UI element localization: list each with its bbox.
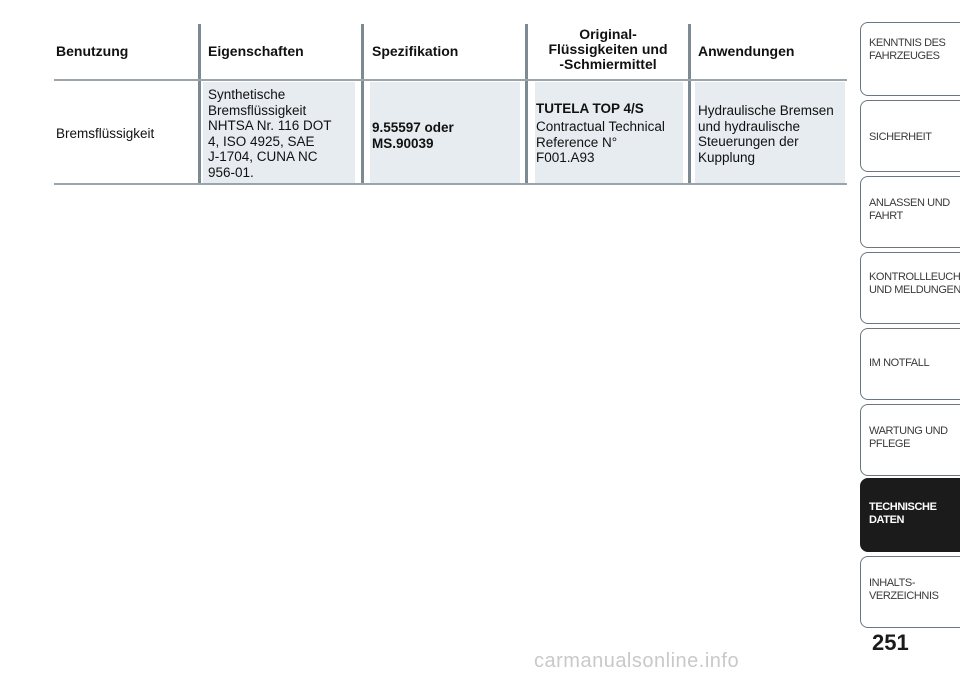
table-bottom-rule: [54, 183, 847, 185]
header-anwendungen: Anwendungen: [698, 43, 795, 59]
tab-label: IM NOTFALL: [869, 357, 930, 369]
page-number: 251: [872, 630, 909, 655]
tab-kontrollleuchten-und-meldungen[interactable]: KONTROLLLEUCHTEN UND MELDUNGEN: [860, 252, 960, 324]
column-separator: [525, 24, 528, 185]
header-original-fluessigkeiten: Original- Flüssigkeiten und -Schmiermitt…: [548, 26, 668, 72]
cell-shade-spezifikation: [370, 82, 520, 183]
tab-label: KONTROLLLEUCHTEN UND MELDUNGEN: [869, 271, 960, 296]
cell-shade-anwendungen: [695, 82, 845, 183]
cell-shade-original: [535, 82, 683, 183]
tab-label: KENNTNIS DES FAHRZEUGES: [869, 37, 946, 62]
header-spezifikation: Spezifikation: [372, 43, 459, 59]
column-separator: [198, 24, 201, 185]
cell-eigenschaften: Synthetische Bremsflüssigkeit NHTSA Nr. …: [208, 87, 332, 180]
cell-benutzung: Bremsflüssigkeit: [56, 126, 155, 141]
cell-anwendungen: Hydraulische Bremsen und hydraulische St…: [698, 103, 834, 165]
cell-original-reference: Contractual Technical Reference N° F001.…: [536, 119, 665, 165]
cell-spezifikation: 9.55597 oder MS.90039: [372, 120, 454, 151]
tab-label: INHALTS- VERZEICHNIS: [869, 577, 939, 602]
tab-label: ANLASSEN UND FAHRT: [869, 197, 950, 222]
tab-sicherheit[interactable]: SICHERHEIT: [860, 100, 960, 172]
column-separator: [688, 24, 691, 185]
cell-shade-eigenschaften: [203, 82, 355, 183]
tab-inhaltsverzeichnis[interactable]: INHALTS- VERZEICHNIS: [860, 556, 960, 628]
tab-label: WARTUNG UND PFLEGE: [869, 425, 948, 450]
header-rule: [54, 79, 847, 81]
watermark-text: carmanualsonline.info: [534, 650, 740, 672]
header-eigenschaften: Eigenschaften: [208, 43, 304, 59]
column-separator: [361, 24, 364, 185]
header-benutzung: Benutzung: [56, 43, 129, 59]
tab-label: SICHERHEIT: [869, 131, 932, 143]
tab-kenntnis-des-fahrzeuges[interactable]: KENNTNIS DES FAHRZEUGES: [860, 22, 960, 96]
tab-technische-daten[interactable]: TECHNISCHE DATEN: [860, 478, 960, 552]
tab-label: TECHNISCHE DATEN: [869, 501, 937, 526]
tab-anlassen-und-fahrt[interactable]: ANLASSEN UND FAHRT: [860, 176, 960, 248]
cell-original-name: TUTELA TOP 4/S: [536, 101, 644, 116]
tab-im-notfall[interactable]: IM NOTFALL: [860, 328, 960, 400]
tab-wartung-und-pflege[interactable]: WARTUNG UND PFLEGE: [860, 404, 960, 476]
